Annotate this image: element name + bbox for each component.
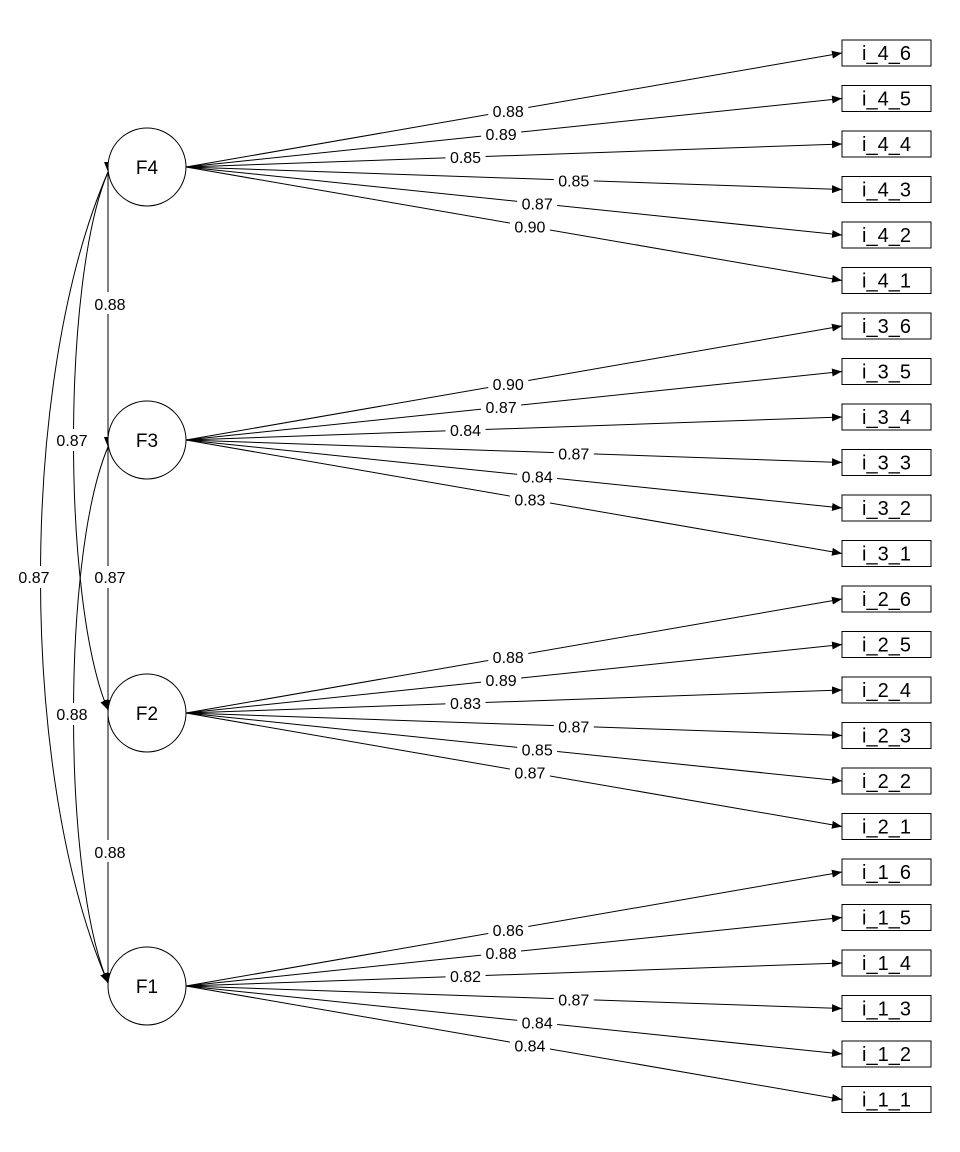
item-box: i_4_4 (841, 130, 932, 158)
item-label: i_2_3 (862, 726, 911, 748)
item-label: i_2_2 (862, 771, 911, 793)
item-box: i_3_6 (841, 312, 932, 340)
loading-arrow (185, 140, 843, 168)
loading-label: 0.84 (522, 469, 553, 486)
cov-label-f3-f1: 0.88 (56, 707, 87, 724)
loading-arrow (185, 686, 843, 714)
loading-label: 0.83 (450, 696, 481, 713)
item-label: i_4_2 (862, 225, 911, 247)
item-label: i_1_4 (862, 953, 911, 975)
factor-node-f1: F1 (107, 946, 187, 1026)
loading-label: 0.85 (450, 150, 481, 167)
loading-label: 0.88 (493, 104, 524, 121)
item-box: i_3_5 (841, 358, 932, 385)
item-label: i_1_5 (862, 908, 911, 930)
item-box: i_2_6 (841, 585, 932, 613)
item-label: i_2_6 (862, 589, 911, 611)
factor-label: F1 (136, 977, 158, 998)
loading-label: 0.88 (493, 650, 524, 667)
loading-arrow (185, 985, 843, 1057)
loading-label: 0.84 (450, 423, 481, 440)
cov-label-f4-f2: 0.87 (56, 433, 87, 450)
cov-label-f3-f2: 0.87 (94, 570, 125, 587)
factor-label: F3 (136, 431, 158, 452)
loading-arrow (185, 712, 843, 740)
loading-label: 0.87 (558, 446, 589, 463)
factor-node-f4: F4 (107, 127, 187, 207)
item-label: i_1_1 (862, 1090, 911, 1112)
loading-arrow (185, 439, 843, 467)
item-box: i_4_5 (841, 85, 932, 112)
item-label: i_1_6 (862, 862, 911, 884)
loading-label: 0.90 (493, 377, 524, 394)
factor-label: F4 (136, 158, 159, 179)
item-label: i_3_1 (862, 544, 911, 566)
loading-arrow (185, 985, 843, 1013)
item-label: i_3_6 (862, 316, 911, 338)
loading-label: 0.82 (450, 969, 481, 986)
item-label: i_1_2 (862, 1044, 911, 1066)
item-box: i_4_2 (841, 221, 932, 249)
factor-node-f3: F3 (107, 400, 187, 480)
item-box: i_1_5 (841, 904, 932, 931)
item-box: i_4_6 (841, 39, 932, 67)
loading-arrow (185, 166, 843, 238)
item-label: i_2_5 (862, 635, 911, 657)
item-box: i_1_3 (841, 995, 932, 1022)
loading-arrow (185, 439, 843, 511)
loading-label: 0.84 (514, 1039, 545, 1056)
loading-label: 0.88 (486, 946, 517, 963)
loading-label: 0.85 (558, 173, 589, 190)
loading-arrow (185, 959, 843, 987)
item-box: i_2_5 (841, 631, 932, 658)
item-label: i_3_4 (862, 407, 911, 429)
factor-node-f2: F2 (107, 673, 187, 753)
loading-label: 0.89 (486, 673, 517, 690)
item-box: i_4_3 (841, 176, 932, 203)
item-label: i_3_2 (862, 498, 911, 520)
loading-label: 0.89 (486, 127, 517, 144)
cov-label-f4-f1: 0.87 (18, 570, 49, 587)
loading-label: 0.87 (514, 766, 545, 783)
item-box: i_2_1 (841, 813, 932, 840)
item-box: i_3_1 (841, 540, 932, 567)
loading-label: 0.85 (522, 742, 553, 759)
item-label: i_4_3 (862, 180, 911, 202)
loading-label: 0.87 (558, 992, 589, 1009)
item-label: i_4_5 (862, 89, 911, 111)
item-label: i_4_4 (862, 134, 911, 156)
factor-label: F2 (136, 704, 158, 725)
item-box: i_3_3 (841, 449, 932, 476)
loading-label: 0.86 (493, 923, 524, 940)
cov-label-f2-f1: 0.88 (94, 845, 125, 862)
loading-label: 0.84 (522, 1015, 553, 1032)
loading-label: 0.87 (486, 400, 517, 417)
cov-label-f4-f3: 0.88 (94, 297, 125, 314)
item-box: i_1_1 (841, 1086, 932, 1113)
item-box: i_3_2 (841, 494, 932, 522)
item-box: i_2_2 (841, 767, 932, 795)
loading-arrow (185, 413, 843, 441)
loading-label: 0.87 (522, 196, 553, 213)
loading-label: 0.87 (558, 719, 589, 736)
loading-arrow (185, 712, 843, 784)
item-label: i_3_3 (862, 453, 911, 475)
item-box: i_1_2 (841, 1040, 932, 1068)
loading-arrow (185, 166, 843, 194)
loading-label: 0.90 (514, 220, 545, 237)
loading-label: 0.83 (514, 493, 545, 510)
item-label: i_4_1 (862, 271, 911, 293)
item-label: i_1_3 (862, 999, 911, 1021)
item-label: i_4_6 (862, 43, 911, 65)
item-box: i_3_4 (841, 403, 932, 431)
item-box: i_2_3 (841, 722, 932, 749)
item-box: i_4_1 (841, 267, 932, 294)
item-box: i_1_6 (841, 858, 932, 886)
item-label: i_2_4 (862, 680, 911, 702)
item-label: i_2_1 (862, 817, 911, 839)
item-box: i_2_4 (841, 676, 932, 704)
item-box: i_1_4 (841, 949, 932, 977)
item-label: i_3_5 (862, 362, 911, 384)
